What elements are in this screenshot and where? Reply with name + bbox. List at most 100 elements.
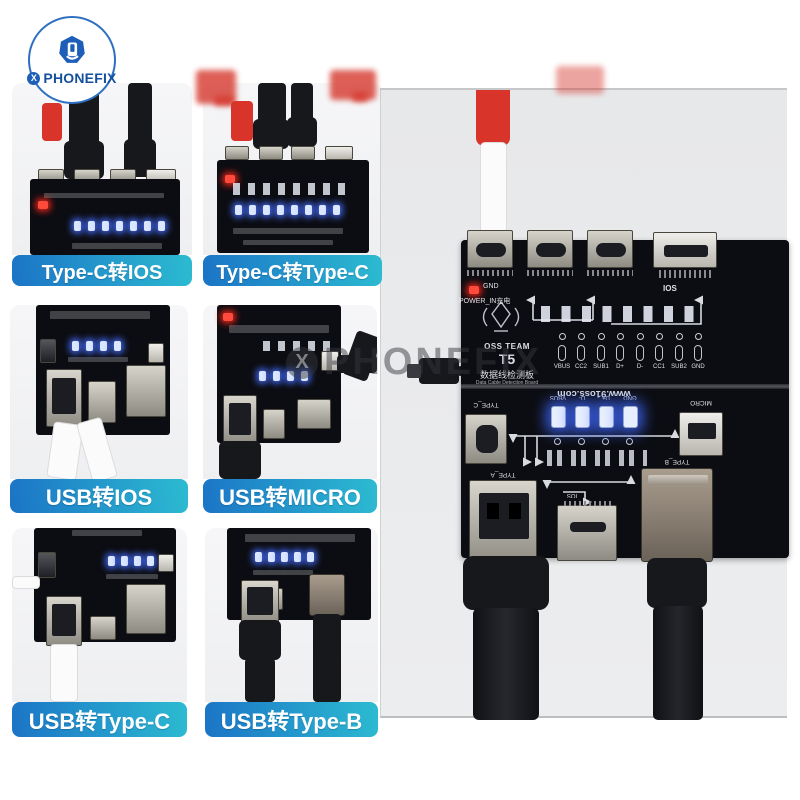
red-cable (231, 101, 253, 141)
test-pad (636, 345, 644, 361)
status-led-d-plus (599, 406, 614, 428)
black-cable (258, 83, 286, 123)
usb-a-slot (52, 378, 76, 414)
solder-pins (527, 270, 573, 276)
power-in-led (469, 286, 479, 294)
usb-a-port (241, 580, 279, 624)
lightning-port (88, 381, 116, 423)
usb-c-port (38, 552, 56, 578)
test-pad-pairs (547, 450, 647, 466)
blue-led (102, 221, 109, 231)
thumbnail-label: Type-C转IOS (12, 255, 192, 286)
thumbnail-label-text: Type-C转IOS (41, 262, 163, 284)
micro-port (158, 554, 174, 572)
test-pad-dot (578, 438, 585, 445)
blue-led (134, 556, 141, 566)
blue-led (319, 205, 326, 215)
black-cable (245, 658, 275, 702)
type-a-port-label: TYPE_A (490, 471, 516, 478)
status-led-gnd (623, 406, 638, 428)
usb-b-connector (641, 468, 713, 562)
test-point-label: D- (636, 364, 644, 370)
status-led-vbus (551, 406, 566, 428)
usb-a-port (223, 395, 257, 445)
usb-c-port (40, 339, 56, 363)
mini-pcb (30, 179, 180, 255)
power-led (223, 313, 233, 321)
thumbnail-label: USB转Type-C (12, 702, 187, 737)
test-pad-dot (676, 333, 683, 340)
blue-led (158, 221, 165, 231)
blue-led (249, 205, 256, 215)
red-artifact (352, 92, 368, 102)
blue-led (147, 556, 154, 566)
black-cable (291, 83, 313, 121)
black-cable-plug (253, 119, 289, 149)
thumbnail-label-text: Type-C转Type-C (216, 262, 369, 284)
board-title-en: Data Cable Detection Board (475, 380, 539, 386)
thumbnail-label: USB转Type-B (205, 702, 378, 737)
status-led-d-minus (575, 406, 590, 428)
blue-led (114, 341, 121, 351)
mini-pcb (217, 160, 369, 253)
blue-led (235, 205, 242, 215)
gnd-label: GND (483, 283, 499, 290)
blue-led (255, 552, 262, 562)
usb-a-cable (473, 608, 539, 720)
solder-pins (564, 501, 612, 506)
solder-pins (659, 270, 711, 278)
board-model: T5 (498, 351, 516, 367)
usb-c-port (259, 146, 283, 160)
blue-led (287, 371, 294, 381)
silkscreen (72, 243, 162, 249)
silkscreen (106, 574, 158, 579)
test-pad-dot (626, 438, 633, 445)
usb-b-cable-overmold (647, 558, 707, 608)
test-pad-dot (617, 333, 624, 340)
black-cable (128, 83, 152, 143)
contact-hole (509, 503, 521, 519)
black-cable (341, 329, 377, 383)
test-point-label: CC2 (574, 364, 587, 370)
usb-c-port (587, 230, 633, 268)
stray-cable-connector (419, 358, 459, 384)
blue-led (121, 556, 128, 566)
black-cable-plug (239, 620, 281, 660)
blue-led (301, 371, 308, 381)
brand-logo: X PHONEFIX (27, 16, 116, 104)
circle-x-icon: X (27, 71, 41, 85)
red-cable-white-connector (480, 142, 507, 234)
ios-port-label: IOS (663, 284, 677, 293)
lightning-port (263, 409, 285, 439)
red-artifact (214, 96, 234, 106)
blue-led (333, 205, 340, 215)
usb-b-port (126, 584, 166, 634)
power-led (38, 201, 48, 209)
blue-led (86, 341, 93, 351)
blue-led (88, 221, 95, 231)
solder-pins (467, 270, 513, 276)
lightning-port (90, 616, 116, 640)
led-label: D+ (602, 394, 610, 400)
photo-seam (461, 384, 789, 389)
blue-led (130, 221, 137, 231)
type-c-port-label: TYPE_C (473, 401, 499, 408)
wrench-phone-icon (59, 35, 85, 63)
usb-a-slot (229, 403, 251, 435)
blue-led (263, 205, 270, 215)
ios-port (325, 146, 353, 160)
micro-port (148, 343, 164, 363)
usb-a-port (46, 369, 82, 427)
test-seat-row (541, 306, 705, 322)
silkscreen (50, 311, 150, 319)
test-pad-dot (578, 333, 585, 340)
team-name: OSS TEAM (484, 342, 530, 351)
lightning-slot (570, 522, 606, 532)
type-c-port (465, 414, 507, 464)
usb-a-female-port (469, 480, 537, 564)
led-label: VBUS (549, 394, 567, 400)
test-point-label: D+ (616, 364, 624, 370)
brand-logo-text-row: X PHONEFIX (27, 70, 116, 86)
component-row (263, 341, 333, 351)
